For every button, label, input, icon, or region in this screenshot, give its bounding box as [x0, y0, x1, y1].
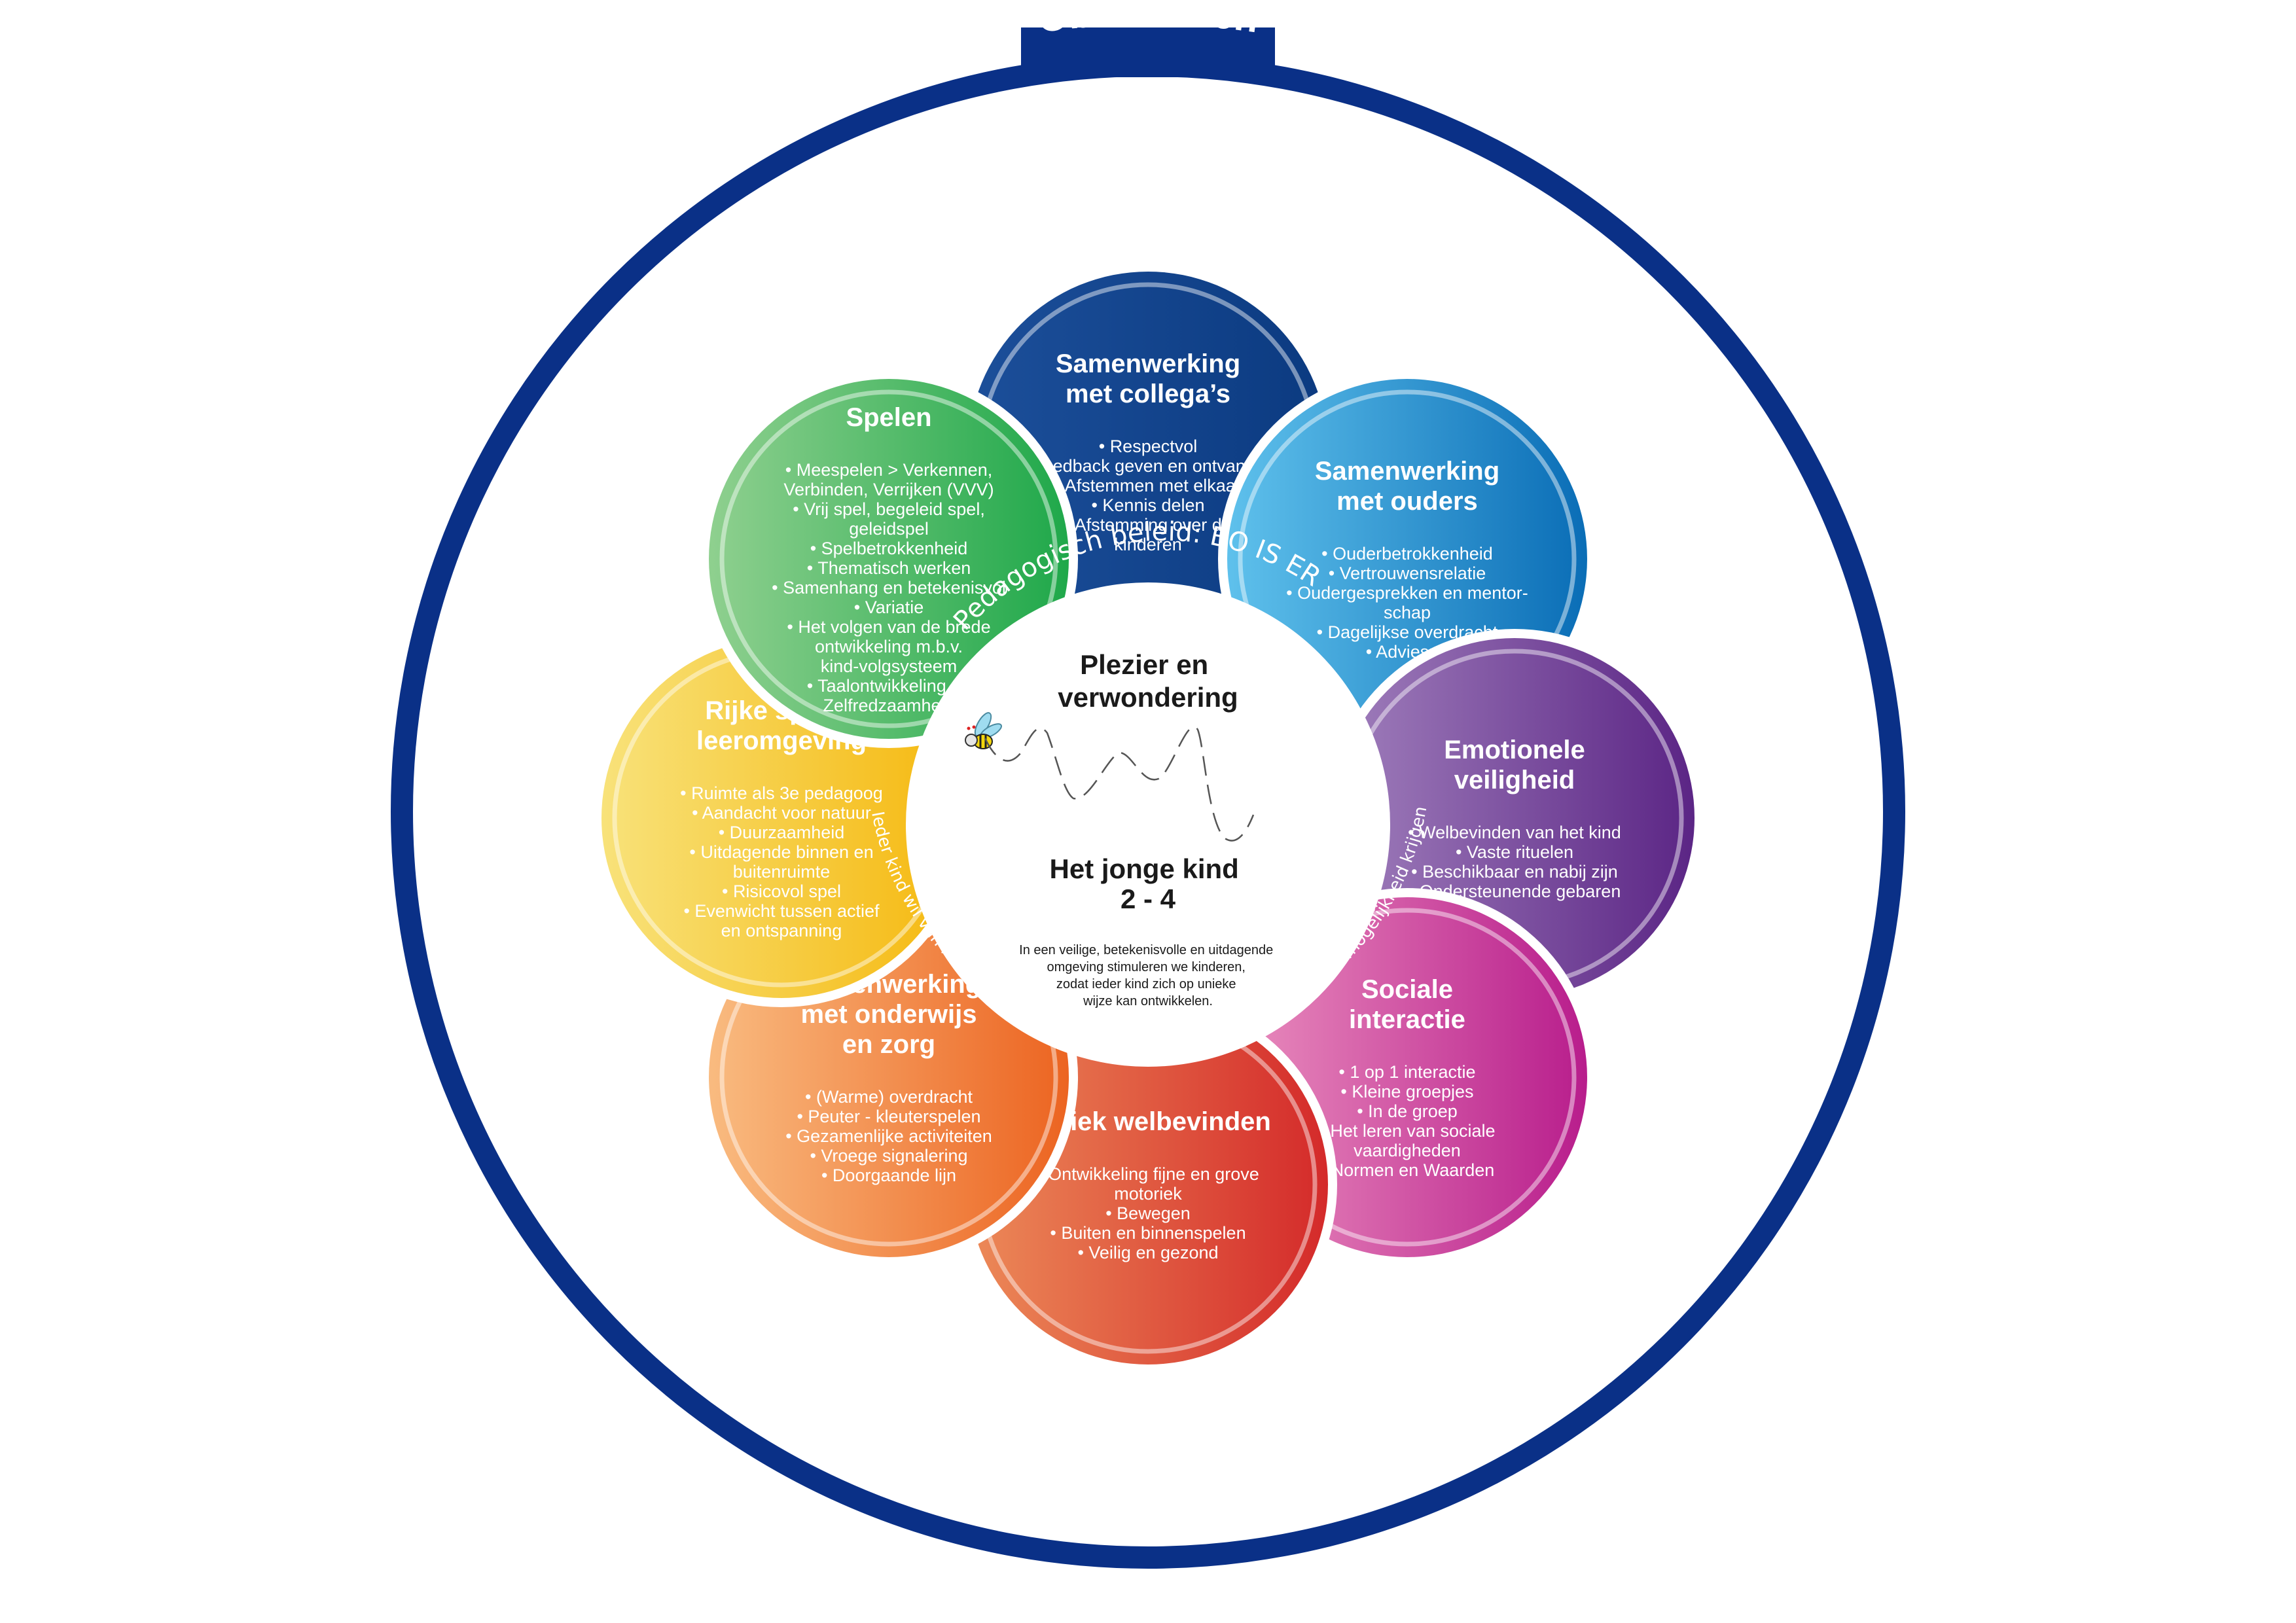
petal-disc — [709, 379, 1069, 740]
petal-title: Spelen — [846, 403, 931, 432]
petal-item-line: • Bewegen — [1105, 1204, 1191, 1223]
petal-item-line: • (Warme) overdracht — [805, 1087, 973, 1107]
petal-item-line: • Samenhang en betekenisvol — [772, 578, 1006, 597]
petal-item-line: geleidspel — [849, 519, 929, 539]
petal-items: • Meespelen > Verkennen,Verbinden, Verri… — [772, 460, 1006, 715]
petal-item-line: • Beschikbaar en nabij zijn — [1411, 862, 1618, 882]
petal-item-line: • Ouderbetrokkenheid — [1321, 544, 1493, 563]
petal-item-line: • Gezamenlijke activiteiten — [785, 1126, 992, 1146]
petal-item-line: • Kennis delen — [1091, 495, 1204, 515]
petal-item-line: • Taalontwikkeling en — [807, 676, 971, 696]
petal-items: • 1 op 1 interactie• Kleine groepjes• In… — [1319, 1062, 1495, 1180]
petal-item-line: Zelfredzaamheid — [823, 696, 954, 715]
petal-title-line: interactie — [1349, 1005, 1465, 1034]
center-description: In een veilige, betekenisvolle en uitdag… — [1019, 943, 1277, 1008]
outer-ring: Observeren — [391, 0, 1905, 1569]
petal-title-line: met onderwijs — [801, 1000, 977, 1029]
petal-item-line: • Vaste rituelen — [1456, 842, 1573, 862]
petal-item-line: • Het volgen van de brede — [787, 617, 990, 637]
petal-item-line: • Veilig en gezond — [1077, 1243, 1218, 1262]
center-title-line: verwondering — [1058, 682, 1238, 713]
center-description-line: wijze kan ontwikkelen. — [1083, 994, 1213, 1008]
center-subtitle-line: Het jonge kind — [1049, 853, 1238, 884]
petal-title-line: met collega’s — [1066, 380, 1230, 408]
petal-item-line: • Ruimte als 3e pedagoog — [680, 783, 883, 803]
petal-item-line: • Afstemming over de — [1064, 515, 1232, 535]
outer-ring-title-band — [1021, 27, 1275, 77]
petal-title-line: veiligheid — [1454, 766, 1575, 794]
petal-items: • (Warme) overdracht• Peuter - kleutersp… — [785, 1087, 992, 1185]
petal-title-line: Emotionele — [1444, 736, 1585, 764]
petal-items: • Ruimte als 3e pedagoog• Aandacht voor … — [680, 783, 883, 940]
petal-item-line: motoriek — [1114, 1184, 1182, 1204]
petal-item-line: • Peuter - kleuterspelen — [797, 1107, 980, 1126]
petal-item-line: • 1 op 1 interactie — [1338, 1062, 1475, 1082]
petal-item-line: ontwikkeling m.b.v. — [815, 637, 963, 656]
petal-item-line: vaardigheden — [1354, 1141, 1461, 1160]
petal-title-line: met ouders — [1336, 487, 1478, 516]
petal-item-line: • Het leren van sociale — [1319, 1121, 1495, 1141]
petal-item-line: • Normen en Waarden — [1320, 1160, 1495, 1180]
petal-item-line: buitenruimte — [733, 862, 831, 882]
center-subtitle: Het jonge kind 2 - 4 — [1049, 853, 1246, 914]
petal-item-line: en ontspanning — [721, 921, 842, 940]
petal-item-line: • Spelbetrokkenheid — [810, 539, 968, 558]
petal-item-line: kinderen — [1114, 535, 1182, 554]
center-description-line: zodat ieder kind zich op unieke — [1056, 977, 1236, 991]
petal-item-line: kind-volgsysteem — [821, 656, 958, 676]
petal-spelen: Spelen • Meespelen > Verkennen,Verbinden,… — [700, 370, 1079, 749]
bee-icon — [965, 712, 1002, 749]
center-disc — [906, 582, 1390, 1067]
petal-inner-ring — [719, 389, 1058, 728]
center-description-line: In een veilige, betekenisvolle en uitdag… — [1019, 943, 1273, 957]
center-subtitle-line: 2 - 4 — [1121, 883, 1176, 914]
center-title-line: Plezier en — [1080, 649, 1208, 680]
petal-title-line: en zorg — [842, 1030, 935, 1059]
petal-title-line: Samenwerking — [1315, 457, 1499, 486]
petal-item-line: • Vertrouwensrelatie — [1329, 563, 1486, 583]
bee-flight-path — [984, 726, 1255, 842]
petal-items: • Welbevinden van het kind• Vaste rituel… — [1408, 823, 1621, 901]
petal-items: • Respectvol• Feedback geven en ontvange… — [1021, 437, 1275, 554]
petal-item-line: • Respectvol — [1099, 437, 1198, 456]
petal-item-line: • Vroege signalering — [810, 1146, 967, 1166]
petal-item-line: • In de groep — [1357, 1101, 1458, 1121]
petal-title-line: Samenwerking — [1056, 349, 1240, 378]
petal-item-line: • Thematisch werken — [807, 558, 971, 578]
petal-item-line: • Feedback geven en ontvangen — [1021, 456, 1275, 476]
petal-item-line: • Oudergesprekken en mentor- — [1286, 583, 1528, 603]
petal-item-line: • Ontwikkeling fijne en grove — [1037, 1164, 1259, 1184]
petal-item-line: schap — [1384, 603, 1431, 622]
petal-item-line: • Variatie — [854, 597, 924, 617]
petal-item-line: Verbinden, Verrijken (VVV) — [783, 480, 994, 499]
center-title: Plezier en verwondering — [1058, 649, 1238, 713]
petal-item-line: • Meespelen > Verkennen, — [785, 460, 992, 480]
petal-item-line: • Duurzaamheid — [719, 823, 845, 842]
petal-item-line: • Doorgaande lijn — [821, 1166, 956, 1185]
petal-item-line: • Evenwicht tussen actief — [683, 901, 880, 921]
petal-item-line: • Aandacht voor natuur — [692, 803, 871, 823]
petal-item-line: • Vrij spel, begeleid spel, — [793, 499, 985, 519]
center-circle: Plezier en verwondering Het jonge kind 2… — [906, 582, 1390, 1067]
petal-item-line: • Risicovol spel — [722, 882, 841, 901]
petal-item-line: • Buiten en binnenspelen — [1050, 1223, 1246, 1243]
center-description-line: omgeving stimuleren we kinderen, — [1047, 960, 1246, 974]
petal-title-line: Spelen — [846, 403, 931, 432]
petal-item-line: • Uitdagende binnen en — [689, 842, 873, 862]
petal-item-line: • Kleine groepjes — [1340, 1082, 1473, 1101]
petal-item-line: • Welbevinden van het kind — [1408, 823, 1621, 842]
petal-title-line: Sociale — [1361, 975, 1453, 1004]
petal-item-line: • Afstemmen met elkaar — [1054, 476, 1242, 495]
